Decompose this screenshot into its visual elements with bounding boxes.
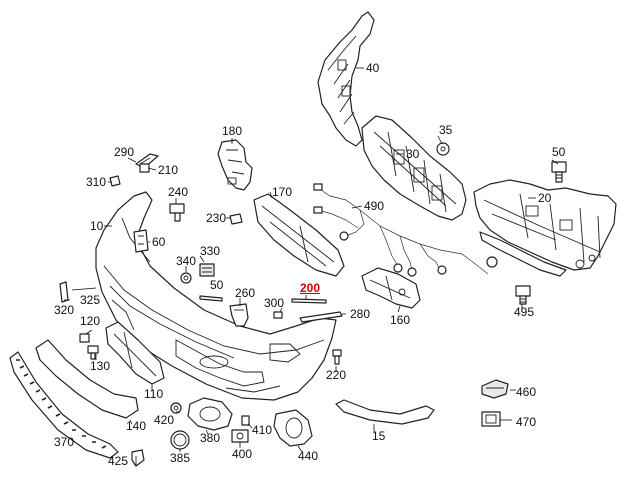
part-325-strip[interactable] (71, 287, 97, 291)
part-35-washer[interactable] (436, 142, 450, 156)
label-part-495[interactable]: 495 (514, 305, 535, 319)
part-370-grille[interactable] (9, 351, 119, 459)
label-part-10[interactable]: 10 (90, 219, 104, 233)
part-170-absorber-foam[interactable] (253, 193, 345, 277)
label-part-490[interactable]: 490 (364, 199, 385, 213)
part-60-bracket[interactable] (133, 229, 149, 253)
label-part-280[interactable]: 280 (350, 307, 371, 321)
part-280-moulding[interactable] (299, 311, 343, 323)
part-380-bezel[interactable] (187, 397, 233, 431)
label-part-380[interactable]: 380 (200, 431, 221, 445)
label-part-290[interactable]: 290 (114, 145, 135, 159)
label-part-130[interactable]: 130 (90, 359, 111, 373)
part-330-grommet[interactable] (199, 263, 215, 277)
label-part-110[interactable]: 110 (144, 387, 164, 401)
label-part-420[interactable]: 420 (154, 413, 175, 427)
part-490-wiring-harness[interactable] (313, 183, 498, 277)
label-part-240[interactable]: 240 (168, 185, 189, 199)
label-part-330[interactable]: 330 (200, 244, 221, 258)
label-part-15[interactable]: 15 (372, 429, 386, 443)
part-470-clip[interactable] (481, 411, 501, 427)
part-50-screw[interactable] (551, 161, 567, 183)
part-160-bracket[interactable] (361, 267, 421, 309)
part-385-ring[interactable] (170, 430, 190, 450)
part-230-clip[interactable] (229, 213, 243, 225)
part-320-bracket[interactable] (59, 281, 69, 303)
label-part-470[interactable]: 470 (516, 415, 537, 429)
label-part-30[interactable]: 30 (406, 147, 420, 161)
label-part-60[interactable]: 60 (152, 235, 166, 249)
label-part-180[interactable]: 180 (222, 124, 243, 138)
part-310-clip[interactable] (109, 175, 121, 187)
label-part-170[interactable]: 170 (272, 185, 293, 199)
label-part-50[interactable]: 50 (210, 278, 224, 292)
label-part-260[interactable]: 260 (235, 286, 256, 300)
label-part-120[interactable]: 120 (80, 314, 101, 328)
part-180-bracket[interactable] (217, 139, 253, 191)
label-part-440[interactable]: 440 (298, 449, 319, 463)
part-410-clip[interactable] (241, 415, 250, 426)
label-part-400[interactable]: 400 (232, 447, 253, 461)
label-part-410[interactable]: 410 (252, 423, 273, 437)
part-40-upper-bracket[interactable] (317, 11, 375, 147)
part-210-clip[interactable] (139, 163, 150, 173)
part-300-clip[interactable] (273, 311, 283, 319)
label-part-35[interactable]: 35 (439, 123, 453, 137)
part-400-bracket[interactable] (231, 429, 249, 443)
label-part-370[interactable]: 370 (54, 435, 75, 449)
part-420-grommet[interactable] (170, 402, 182, 414)
part-220-screw[interactable] (332, 349, 342, 365)
label-part-200[interactable]: 200 (300, 281, 321, 295)
part-50-strip[interactable] (199, 295, 223, 302)
part-200-strip[interactable] (291, 298, 327, 304)
part-440-bezel[interactable] (273, 409, 313, 447)
part-30-absorber[interactable] (361, 115, 467, 221)
label-part-460[interactable]: 460 (516, 385, 537, 399)
part-130-screw[interactable] (87, 345, 99, 360)
part-260-clip[interactable] (229, 303, 249, 327)
part-495-bolt[interactable] (515, 285, 531, 305)
label-part-140[interactable]: 140 (126, 419, 147, 433)
label-part-325[interactable]: 325 (80, 293, 101, 307)
part-240-screw[interactable] (169, 203, 185, 222)
part-15-trim-strip[interactable] (335, 399, 435, 425)
leader-lines (64, 67, 559, 466)
label-part-300[interactable]: 300 (264, 296, 285, 310)
label-part-20[interactable]: 20 (538, 191, 552, 205)
label-part-310[interactable]: 310 (86, 175, 107, 189)
label-part-40[interactable]: 40 (366, 61, 380, 75)
part-120-clip[interactable] (79, 333, 90, 343)
label-part-160[interactable]: 160 (390, 313, 411, 327)
part-110-spoiler-bracket[interactable] (105, 321, 165, 385)
part-460-clip[interactable] (481, 379, 509, 399)
part-20-lower-carrier[interactable] (473, 179, 617, 277)
label-part-210[interactable]: 210 (158, 163, 179, 177)
label-part-340[interactable]: 340 (176, 254, 197, 268)
label-part-320[interactable]: 320 (54, 303, 75, 317)
label-part-50-top[interactable]: 50 (552, 145, 566, 159)
part-425-clip[interactable] (131, 449, 145, 467)
label-part-230[interactable]: 230 (206, 211, 227, 225)
label-part-385[interactable]: 385 (170, 451, 191, 465)
label-part-220[interactable]: 220 (326, 368, 347, 382)
part-140-spoiler-lip[interactable] (35, 339, 139, 419)
label-part-425[interactable]: 425 (108, 454, 129, 468)
part-340-nut[interactable] (180, 272, 192, 284)
